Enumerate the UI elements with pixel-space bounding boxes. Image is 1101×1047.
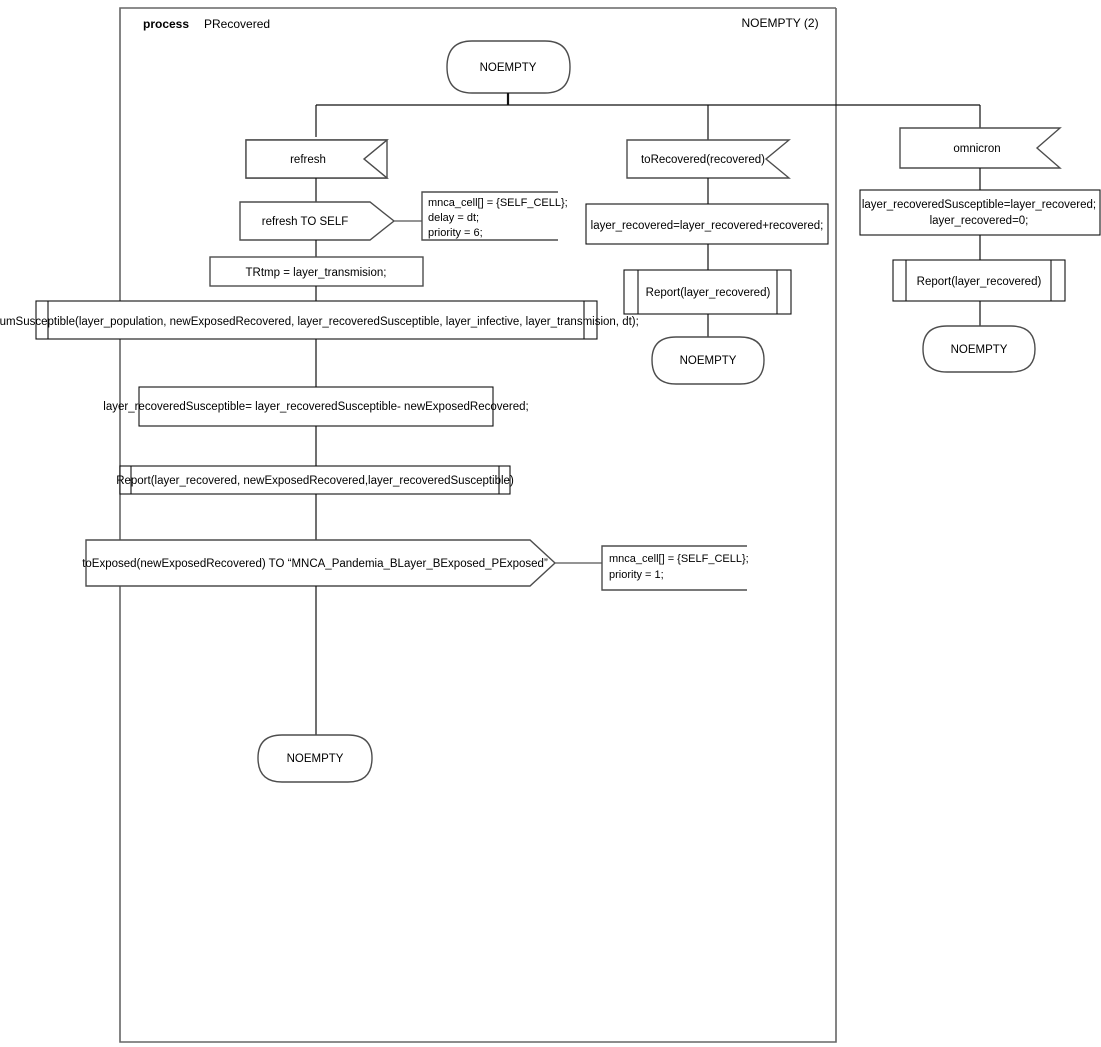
task-omnicron[interactable] (859, 189, 1101, 236)
task-layer-recovered-label: layer_recovered=layer_recovered+recovere… (591, 220, 824, 232)
process-name: PRecovered (204, 17, 270, 31)
procedure-report-middle[interactable] (623, 269, 792, 315)
comment-1-line-3: priority = 6; (428, 227, 483, 239)
comment-2-line-2: priority = 1; (609, 569, 664, 581)
comment-2-line-1: mnca_cell[] = {SELF_CELL}; (609, 553, 749, 565)
process-frame (119, 7, 837, 1043)
procedure-report-right[interactable] (892, 259, 1066, 302)
input-omnicron[interactable] (899, 127, 1062, 169)
task-omnicron-line-2: layer_recovered=0; (930, 215, 1029, 227)
input-torecovered[interactable] (626, 139, 791, 179)
state-noempty-middle-end[interactable] (651, 336, 765, 385)
input-refresh-body[interactable] (245, 139, 389, 179)
state-noempty-right-end[interactable] (922, 325, 1036, 373)
state-noempty-start[interactable] (446, 40, 571, 94)
task-trtmp[interactable] (209, 256, 424, 287)
page-label: NOEMPTY (2) (741, 16, 818, 30)
comment-box-2 (601, 545, 747, 591)
input-torecovered-label: toRecovered(recovered) (641, 154, 765, 166)
output-toexposed-label: toExposed(newExposedRecovered) TO “MNCA_… (82, 558, 548, 570)
task-recovered-susceptible[interactable] (138, 386, 494, 427)
state-noempty-middle-end-label: NOEMPTY (680, 355, 737, 367)
state-noempty-left-end[interactable] (257, 734, 373, 783)
state-noempty-right-end-label: NOEMPTY (951, 344, 1008, 356)
comment-1-line-2: delay = dt; (428, 212, 479, 224)
procedure-report-left[interactable] (119, 465, 511, 495)
state-noempty-start-label: NOEMPTY (480, 62, 537, 74)
task-trtmp-label: TRtmp = layer_transmision; (246, 267, 387, 279)
procedure-report-middle-label: Report(layer_recovered) (646, 287, 771, 299)
output-refresh-to-self-label: refresh TO SELF (262, 216, 349, 228)
procedure-numsusceptible[interactable] (35, 300, 598, 340)
input-refresh-label: refresh (290, 154, 326, 166)
task-layer-recovered[interactable] (585, 203, 829, 245)
process-keyword: process (143, 17, 189, 31)
comment-1-line-1: mnca_cell[] = {SELF_CELL}; (428, 197, 568, 209)
task-omnicron-line-1: layer_recoveredSusceptible=layer_recover… (862, 199, 1096, 211)
state-noempty-left-end-label: NOEMPTY (287, 753, 344, 765)
output-toexposed[interactable] (85, 539, 557, 587)
output-refresh-to-self[interactable] (239, 201, 396, 241)
procedure-numsusceptible-label: numSusceptible(layer_population, newExpo… (0, 316, 639, 328)
procedure-report-left-label: Report(layer_recovered, newExposedRecove… (116, 475, 514, 487)
procedure-report-right-label: Report(layer_recovered) (917, 276, 1042, 288)
input-omnicron-label: omnicron (953, 143, 1000, 155)
comment-box-1 (421, 191, 558, 241)
task-recovered-susceptible-label: layer_recoveredSusceptible= layer_recove… (103, 401, 528, 413)
